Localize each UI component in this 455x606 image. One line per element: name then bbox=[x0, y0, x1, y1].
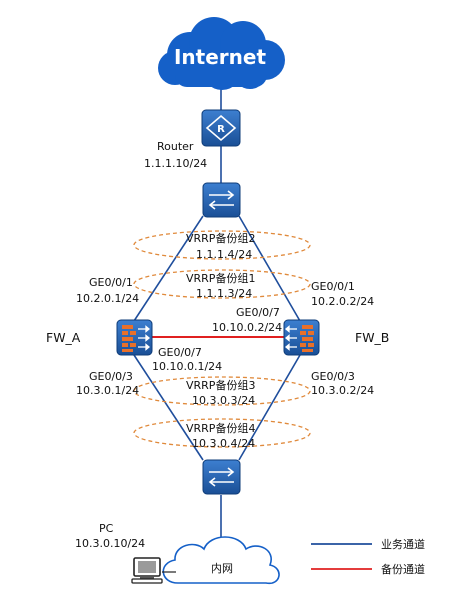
vrrp1-name: VRRP备份组1 bbox=[186, 271, 255, 285]
fw-a-up-if: GE0/0/1 bbox=[89, 276, 133, 289]
vrrp2-ellipse bbox=[133, 230, 311, 260]
fw-b-up-if: GE0/0/1 bbox=[311, 280, 355, 293]
fw-b-firewall-icon bbox=[283, 319, 320, 356]
fw-b-up-ip: 10.2.0.2/24 bbox=[311, 295, 374, 308]
legend: 业务通道 备份通道 bbox=[311, 537, 425, 576]
fw-b-down-if: GE0/0/3 bbox=[311, 370, 355, 383]
intranet-cloud-icon: 内网 bbox=[162, 536, 280, 585]
vrrp4-ellipse bbox=[133, 418, 311, 448]
router-name: Router bbox=[157, 140, 194, 153]
legend-backup-label: 备份通道 bbox=[381, 562, 425, 576]
vrrp1-ellipse bbox=[133, 269, 311, 299]
internet-cloud-icon: Internet bbox=[158, 17, 285, 90]
fw-b-hb-if: GE0/0/7 bbox=[236, 306, 280, 319]
vrrp4-ip: 10.3.0.4/24 bbox=[192, 437, 255, 450]
fw-a-firewall-icon bbox=[116, 319, 153, 356]
top-switch-icon bbox=[202, 182, 241, 218]
vrrp2-ip: 1.1.1.4/24 bbox=[196, 248, 252, 261]
fw-a-down-ip: 10.3.0.1/24 bbox=[76, 384, 139, 397]
pc-icon bbox=[131, 557, 176, 584]
vrrp1-ip: 1.1.1.3/24 bbox=[196, 287, 252, 300]
fw-b-down-ip: 10.3.0.2/24 bbox=[311, 384, 374, 397]
fw-a-hb-if: GE0/0/7 bbox=[158, 346, 202, 359]
pc-name: PC bbox=[99, 522, 114, 535]
fw-b-hb-ip: 10.10.0.2/24 bbox=[212, 321, 282, 334]
fw-a-hb-ip: 10.10.0.1/24 bbox=[152, 360, 222, 373]
vrrp3-name: VRRP备份组3 bbox=[186, 378, 255, 392]
service-links bbox=[133, 88, 301, 548]
fw-a-down-if: GE0/0/3 bbox=[89, 370, 133, 383]
vrrp3-ellipse bbox=[133, 376, 311, 406]
svg-text:R: R bbox=[217, 124, 225, 135]
vrrp4-name: VRRP备份组4 bbox=[186, 421, 255, 435]
link-fwa-switch2 bbox=[133, 354, 204, 461]
fw-a-name: FW_A bbox=[46, 330, 81, 345]
pc-ip: 10.3.0.10/24 bbox=[75, 537, 145, 550]
vrrp-ellipses bbox=[133, 230, 311, 448]
fw-a-up-ip: 10.2.0.1/24 bbox=[76, 292, 139, 305]
bottom-switch-icon bbox=[202, 459, 241, 495]
vrrp3-ip: 10.3.0.3/24 bbox=[192, 394, 255, 407]
internet-label: Internet bbox=[174, 45, 266, 69]
intranet-label: 内网 bbox=[211, 561, 233, 575]
link-switch-fwb bbox=[238, 215, 301, 322]
fw-b-name: FW_B bbox=[355, 330, 389, 345]
vrrp2-name: VRRP备份组2 bbox=[186, 231, 255, 245]
link-fwb-switch2 bbox=[238, 354, 301, 461]
link-switch-fwa bbox=[133, 215, 204, 322]
router-icon: R bbox=[201, 109, 241, 147]
router-ip: 1.1.1.10/24 bbox=[144, 157, 207, 170]
legend-service-label: 业务通道 bbox=[381, 537, 425, 551]
